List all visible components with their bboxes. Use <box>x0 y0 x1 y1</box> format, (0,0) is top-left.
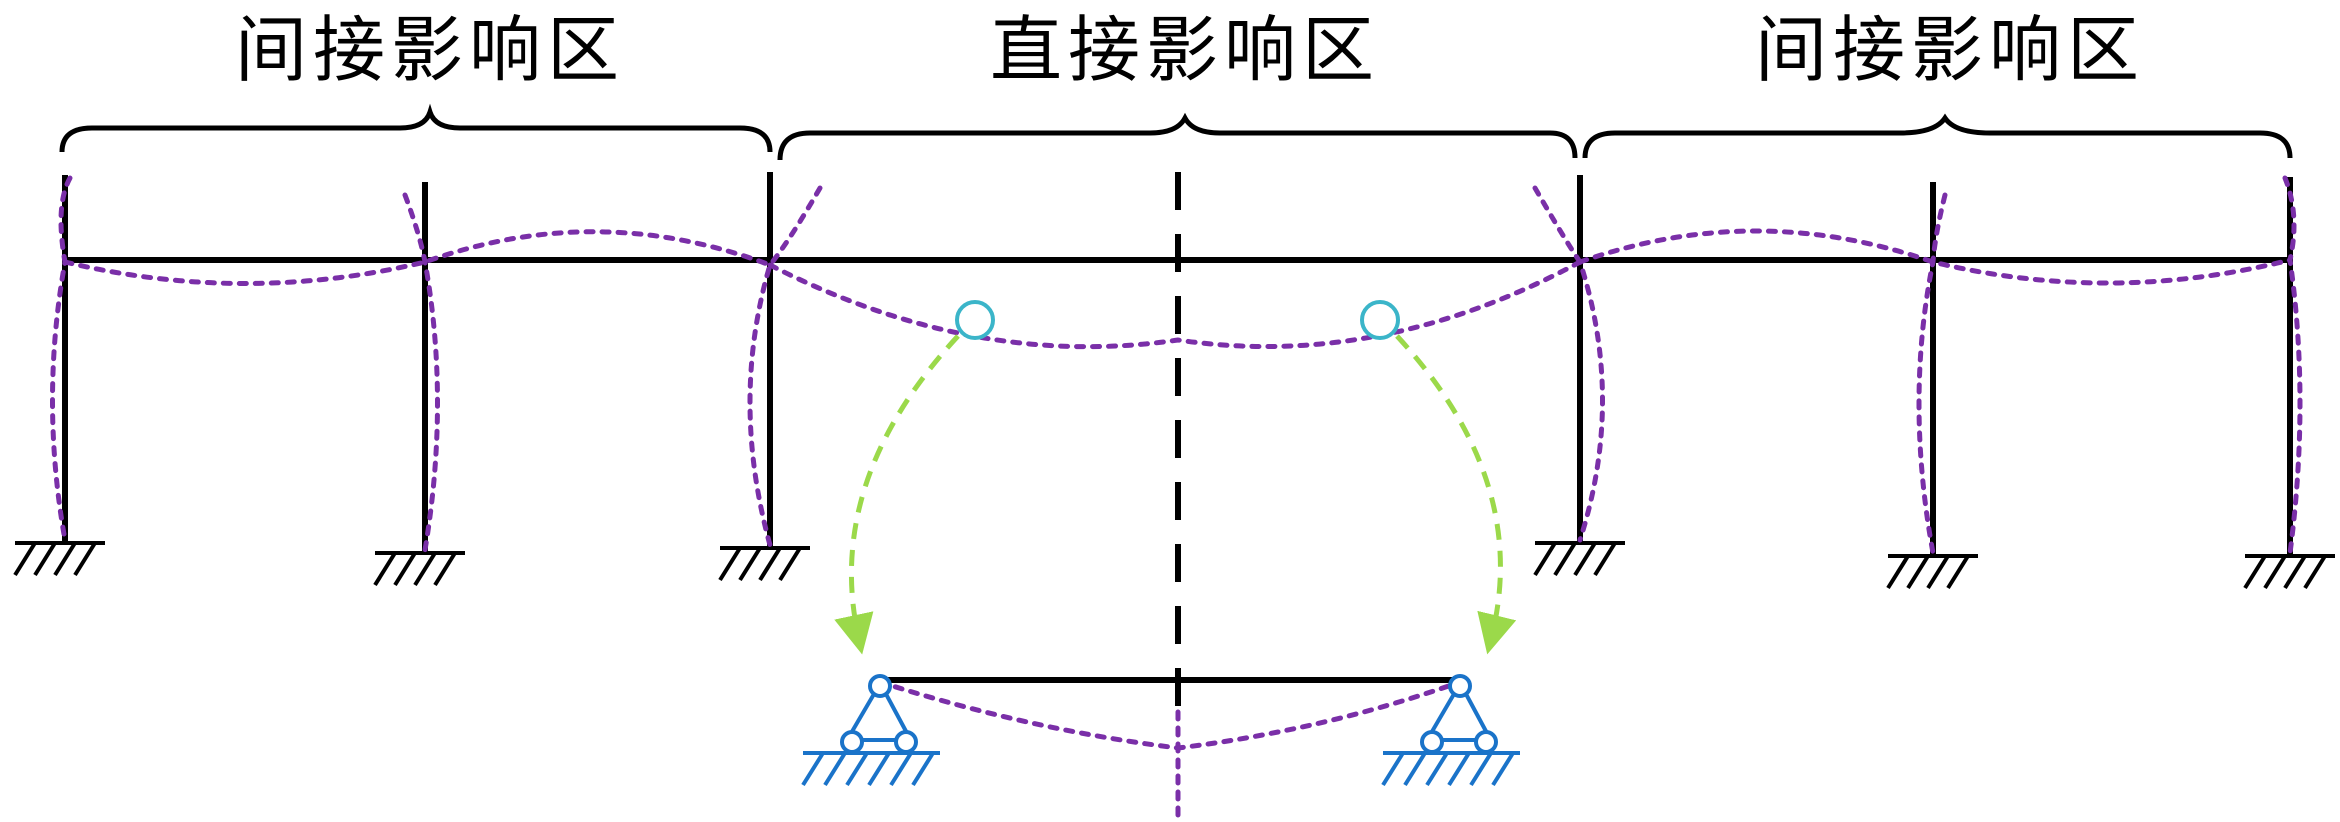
deformed-beam-left <box>62 229 773 286</box>
deformed-column-6 <box>2282 175 2303 556</box>
zone-braces <box>59 103 2293 161</box>
pin-support-icon <box>1381 674 1520 787</box>
deformed-column-5 <box>1916 192 1948 556</box>
deformed-column-4 <box>1532 185 1605 543</box>
pin-support-icon <box>801 674 940 787</box>
deformed-shape <box>50 175 2303 821</box>
transfer-arrows <box>834 334 1517 655</box>
deformed-column-1 <box>50 175 73 543</box>
right-brace <box>1582 113 2293 159</box>
dashed-arrow-icon <box>1395 334 1517 655</box>
center-brace <box>777 112 1578 161</box>
center-zone-label: 直接影响区 <box>990 8 1380 92</box>
fixed-support-icon <box>2243 554 2335 590</box>
deformed-substructure <box>877 679 1463 751</box>
deformed-beam-center <box>767 259 1583 350</box>
left-brace <box>59 103 773 153</box>
fixed-support-icon <box>1533 541 1625 577</box>
fixed-support-icon <box>1886 554 1978 590</box>
deformed-column-3 <box>747 185 823 548</box>
right-zone-label: 间接影响区 <box>1755 8 2145 92</box>
fixed-supports <box>13 541 2335 590</box>
fixed-support-icon <box>373 551 465 587</box>
left-zone-label: 间接影响区 <box>235 8 625 92</box>
fixed-support-icon <box>13 541 105 577</box>
dashed-arrow-icon <box>834 334 960 655</box>
circle-marker-icon <box>955 300 995 340</box>
fixed-support-icon <box>718 546 810 582</box>
deformed-column-2 <box>402 192 440 553</box>
circle-marker-icon <box>1360 300 1400 340</box>
